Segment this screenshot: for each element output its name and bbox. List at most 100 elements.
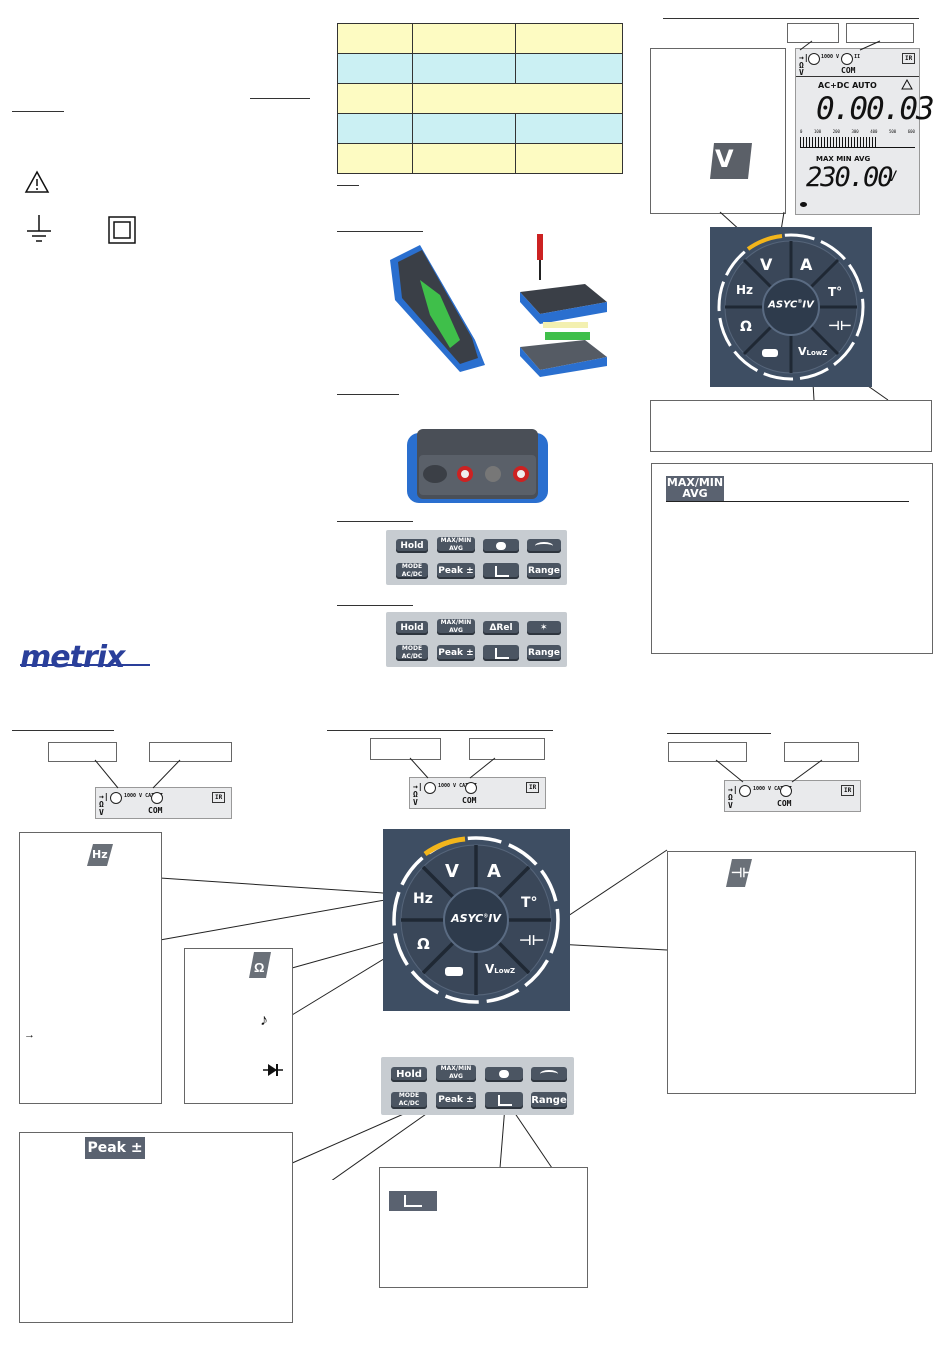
hz-badge-icon xyxy=(87,844,113,866)
v-dbm-label: V xyxy=(715,145,734,173)
filter-button[interactable] xyxy=(483,563,519,579)
position-vlowz[interactable]: VLowZ xyxy=(798,345,827,358)
bargraph-tick: 200 xyxy=(832,129,840,134)
table-row xyxy=(337,23,623,54)
com-socket xyxy=(465,782,477,794)
primary-reading: 0.00.03 xyxy=(816,91,935,127)
backlight-icon xyxy=(535,542,553,550)
position-temperature[interactable]: T° xyxy=(828,285,843,299)
position-hz[interactable]: Hz xyxy=(413,891,433,907)
position-ohm[interactable]: Ω xyxy=(740,319,752,335)
ohm-badge-label: Ω xyxy=(254,960,265,975)
position-v[interactable]: V xyxy=(760,255,773,274)
battery-eye-icon xyxy=(800,202,807,207)
terminal-socket xyxy=(424,782,436,794)
heading-underline xyxy=(337,521,413,522)
ir-indicator: IR xyxy=(902,53,916,64)
ohm-terminal-label: Ω xyxy=(799,61,804,70)
mode-label: MODE xyxy=(401,563,423,570)
filter-button[interactable] xyxy=(485,1092,523,1109)
backlight-button[interactable] xyxy=(531,1067,567,1082)
filter-badge xyxy=(389,1191,437,1211)
cat-rating-label: 1000 V CAT II xyxy=(124,793,164,799)
position-ohm[interactable]: Ω xyxy=(417,935,430,953)
range-button[interactable]: Range xyxy=(527,645,561,661)
heading-underline xyxy=(337,231,423,232)
position-v[interactable]: V xyxy=(445,861,459,882)
brand-suffix: IV xyxy=(802,299,814,311)
heading-underline xyxy=(12,730,114,731)
callout-box xyxy=(469,738,545,760)
position-a[interactable]: A xyxy=(800,255,813,274)
peak-button[interactable]: Peak ± xyxy=(437,563,475,579)
peak-badge: Peak ± xyxy=(85,1137,145,1159)
com-label: COM xyxy=(148,806,163,815)
mode-label: MODE xyxy=(398,1092,420,1099)
filter-icon xyxy=(498,1095,512,1106)
maxmin-label: MAX/MIN xyxy=(440,1065,472,1072)
maxmin-label: MAX/MIN xyxy=(440,537,472,544)
hold-button[interactable]: Hold xyxy=(396,621,428,635)
light-button[interactable] xyxy=(485,1067,523,1082)
meter-side-illustration xyxy=(390,245,485,372)
terminal-socket xyxy=(739,785,751,797)
terminal-socket xyxy=(110,792,122,804)
brand-name: ASYC xyxy=(768,299,798,311)
filter-button[interactable] xyxy=(483,645,519,661)
light-button[interactable]: ✶ xyxy=(527,621,561,635)
bargraph-tick: 300 xyxy=(851,129,859,134)
position-vlowz[interactable]: VLowZ xyxy=(485,962,515,976)
heading-underline xyxy=(667,733,771,734)
ir-indicator: IR xyxy=(526,782,540,793)
table-row xyxy=(337,113,623,144)
position-a[interactable]: A xyxy=(487,861,501,882)
cat-rating-label: 1000 V CAT II xyxy=(438,783,478,789)
heading-underline xyxy=(327,730,553,731)
ohm-badge-icon xyxy=(249,952,271,978)
bargraph-tick: 600 xyxy=(907,129,915,134)
light-icon xyxy=(499,1070,509,1078)
earth-ground-icon xyxy=(27,215,51,242)
bargraph xyxy=(800,137,878,147)
capacitance-badge-icon xyxy=(726,859,752,887)
mouse-icon xyxy=(445,967,463,976)
range-button[interactable]: Range xyxy=(527,563,561,579)
range-button[interactable]: Range xyxy=(531,1092,567,1109)
peak-info-box: Peak ± xyxy=(19,1132,293,1323)
peak-button[interactable]: Peak ± xyxy=(436,1092,476,1109)
filter-icon xyxy=(495,648,509,659)
position-capacitance[interactable]: ⊣⊢ xyxy=(519,933,545,949)
rel-button[interactable]: ΔRel xyxy=(483,621,519,635)
position-temperature[interactable]: T° xyxy=(521,895,538,911)
capacitance-info-box: ⊣⊢ xyxy=(667,851,916,1094)
callout-box xyxy=(48,742,117,762)
ir-indicator: IR xyxy=(212,792,226,803)
position-hz[interactable]: Hz xyxy=(736,283,754,297)
vlowz-sublabel: LowZ xyxy=(806,349,828,357)
callout-box xyxy=(668,742,747,762)
secondary-mode-label: MAX MIN AVG xyxy=(816,155,871,163)
mouse-icon xyxy=(762,349,778,357)
position-capacitance[interactable]: ⊣⊢ xyxy=(828,319,852,334)
maxmin-sublabel: AVG xyxy=(449,1073,463,1080)
diode-icon xyxy=(263,1064,283,1076)
hold-button[interactable]: Hold xyxy=(391,1067,427,1082)
bargraph-tick: 100 xyxy=(813,129,822,134)
arrow-icon: → xyxy=(24,1029,35,1041)
peak-button[interactable]: Peak ± xyxy=(437,645,475,661)
callout-box xyxy=(650,48,786,214)
hz-badge-label: Hz xyxy=(92,848,108,861)
maxmin-sublabel: AVG xyxy=(449,627,463,634)
com-label: COM xyxy=(841,66,856,75)
hold-button[interactable]: Hold xyxy=(396,539,428,553)
light-button[interactable] xyxy=(483,539,519,553)
backlight-button[interactable] xyxy=(527,539,561,553)
